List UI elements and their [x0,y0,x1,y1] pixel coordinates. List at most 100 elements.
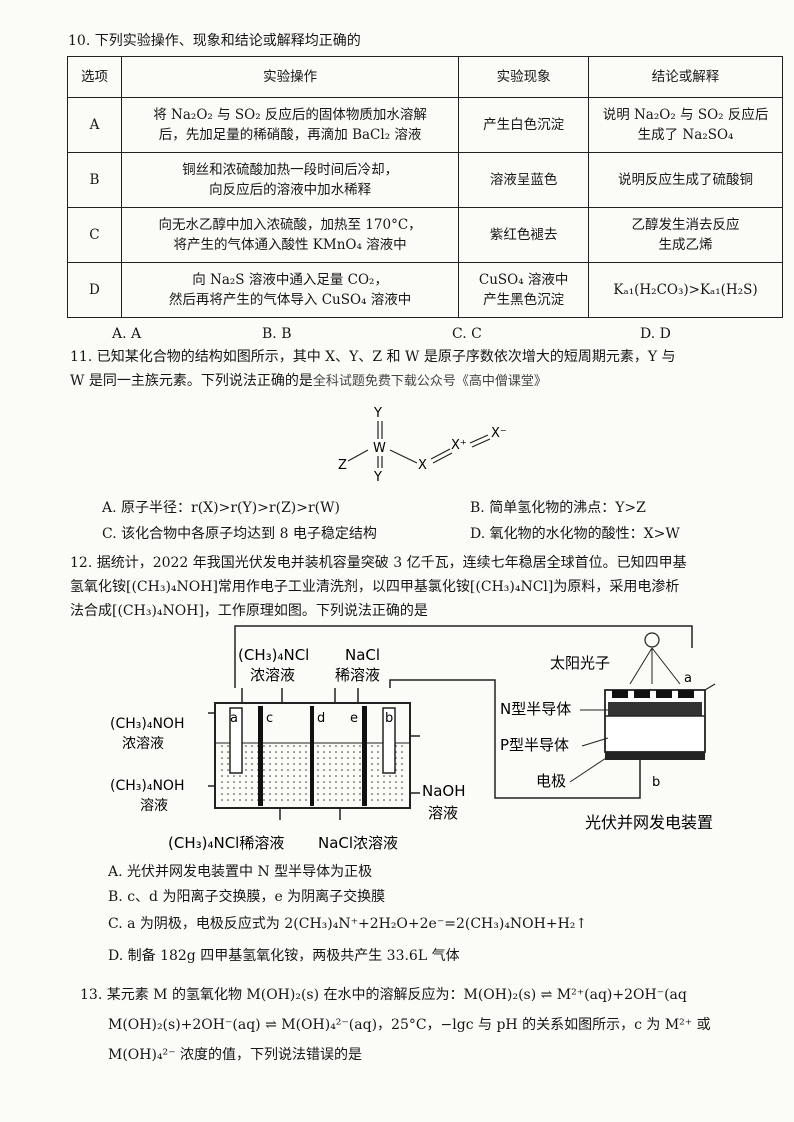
operation-line: 向无水乙醇中加入浓硫酸，加热至 170°C， [158,217,422,233]
pv-terminal-a: a [684,671,692,686]
row-operation: 向无水乙醇中加入浓硫酸，加热至 170°C， 将产生的气体通入酸性 KMnO₄ 溶… [120,207,460,263]
operation-line: 后，先加足量的稀硝酸，再滴加 BaCl₂ 溶液 [158,127,422,143]
q10-choice-b: B. B [262,326,292,342]
operation-line: 向 Na₂S 溶液中通入足量 CO₂， [192,272,388,288]
phenomenon-line: 溶液呈蓝色 [489,172,558,188]
bottom-left-label: (CH₃)₄NCl稀溶液 [168,834,284,852]
conclusion-line: 乙醇发生消去反应 [631,217,740,233]
q11-stem-line1: 11. 已知某化合物的结构如图所示，其中 X、Y、Z 和 W 是原子序数依次增大… [70,349,676,365]
operation-line: 向反应后的溶液中加水稀释 [209,182,372,198]
q10-table: 选项 实验操作 实验现象 结论或解释 A 将 Na₂O₂ 与 SO₂ 反应后的固… [67,56,783,318]
left-label-2a: (CH₃)₄NOH [110,778,184,794]
conclusion-line: Kₐ₁(H₂CO₃)>Kₐ₁(H₂S) [613,282,758,298]
conclusion-line: 说明 Na₂O₂ 与 SO₂ 反应后 [602,107,769,123]
phenomenon-line: 产生白色沉淀 [483,117,565,133]
label-e: e [350,711,358,726]
table-header: 实验现象 [458,56,590,98]
row-conclusion: 说明 Na₂O₂ 与 SO₂ 反应后生成了 Na₂SO₄ [588,97,783,153]
left-label-2b: 溶液 [140,798,168,814]
row-option: D [67,262,122,318]
bottom-right-label: NaCl浓溶液 [318,834,398,852]
conclusion-line: 生成了 Na₂SO₄ [637,127,734,143]
table-header: 实验操作 [120,56,460,98]
q11-structure: Y W Y Z X X⁺ X⁻ [338,406,507,485]
q13-line1: 13. 某元素 M 的氢氧化物 M(OH)₂(s) 在水中的溶解反应为：M(OH… [80,987,687,1003]
phenomenon-line: CuSO₄ 溶液中 [478,272,569,288]
q11-stem-text: W 是同一主族元素。下列说法正确的是 [70,373,313,389]
operation-line: 将 Na₂O₂ 与 SO₂ 反应后的固体物质加水溶解 [153,107,427,123]
row-phenomenon: CuSO₄ 溶液中产生黑色沉淀 [458,262,590,318]
q11-option-b: B. 简单氢化物的沸点：Y>Z [470,500,646,516]
label-b: b [385,711,393,726]
table-header-row: 选项 实验操作 实验现象 结论或解释 [67,56,783,98]
row-option: B [67,152,122,208]
q13-line2: M(OH)₂(s)+2OH⁻(aq) ⇌ M(OH)₄²⁻(aq)，25°C，−… [108,1017,711,1033]
top-left-label-1: (CH₃)₄NCl [238,646,309,664]
atom-z: Z [338,458,347,473]
left-label-1b: 浓溶液 [122,736,164,752]
q12-option-d: D. 制备 182g 四甲基氢氧化铵，两极共产生 33.6L 气体 [108,948,460,964]
row-option: A [67,97,122,153]
watermark-text: 全科试题免费下载公众号《高中僧课堂》 [312,374,547,389]
sun-label: 太阳光子 [550,654,610,672]
row-phenomenon: 产生白色沉淀 [458,97,590,153]
q12-stem-line2: 氢氧化铵[(CH₃)₄NOH]常用作电子工业清洗剂，以四甲基氯化铵[(CH₃)₄… [70,579,680,595]
q10-choice-d: D. D [640,326,671,342]
atom-y-top: Y [373,406,382,421]
electrodialysis-figure: a c d e b (CH₃)₄NCl 浓溶液 NaCl 稀溶液 (CH₃)₄N… [110,625,716,852]
table-row: D 向 Na₂S 溶液中通入足量 CO₂， 然后再将产生的气体导入 CuSO₄ 溶… [67,262,783,318]
atom-x2: X⁺ [451,438,467,453]
q10-choice-a: A. A [112,326,142,342]
q11-stem-line2: W 是同一主族元素。下列说法正确的是全科试题免费下载公众号《高中僧课堂》 [70,370,547,393]
q13-line3: M(OH)₄²⁻ 浓度的值，下列说法错误的是 [108,1047,363,1063]
table-row: C 向无水乙醇中加入浓硫酸，加热至 170°C， 将产生的气体通入酸性 KMnO₄… [67,207,783,263]
q11-option-d: D. 氧化物的水化物的酸性：X>W [470,526,680,542]
conclusion-line: 说明反应生成了硫酸铜 [618,172,754,188]
label-a: a [230,711,238,726]
top-right-label-1: NaCl [345,646,380,664]
pv-terminal-b: b [652,775,660,790]
label-c: c [266,711,273,726]
q10-stem: 10. 下列实验操作、现象和结论或解释均正确的 [68,33,361,49]
q12-stem-line3: 法合成[(CH₃)₄NOH]，工作原理如图。下列说法正确的是 [70,603,428,619]
p-type-label: P型半导体 [500,736,569,754]
right-label-b: 溶液 [428,804,458,822]
q12-stem-line1: 12. 据统计，2022 年我国光伏发电并装机容量突破 3 亿千瓦，连续七年稳居… [70,555,687,571]
row-operation: 铜丝和浓硫酸加热一段时间后冷却， 向反应后的溶液中加水稀释 [120,152,460,208]
atom-x1: X [418,458,427,473]
top-left-label-2: 浓溶液 [250,666,295,684]
operation-line: 然后再将产生的气体导入 CuSO₄ 溶液中 [168,292,412,308]
row-phenomenon: 紫红色褪去 [458,207,590,263]
atom-w: W [373,441,386,456]
q12-option-a: A. 光伏并网发电装置中 N 型半导体为正极 [108,864,373,880]
q12-option-b: B. c、d 为阳离子交换膜，e 为阴离子交换膜 [108,889,386,905]
pv-title: 光伏并网发电装置 [585,813,713,832]
q12-option-c: C. a 为阴极，电极反应式为 2(CH₃)₄N⁺+2H₂O+2e⁻=2(CH₃… [108,916,588,932]
row-operation: 向 Na₂S 溶液中通入足量 CO₂， 然后再将产生的气体导入 CuSO₄ 溶液中 [120,262,460,318]
row-conclusion: 乙醇发生消去反应生成乙烯 [588,207,783,263]
atom-y-bottom: Y [373,470,382,485]
q10-choice-c: C. C [452,326,482,342]
phenomenon-line: 产生黑色沉淀 [483,292,565,308]
table-row: A 将 Na₂O₂ 与 SO₂ 反应后的固体物质加水溶解后，先加足量的稀硝酸，再… [67,97,783,153]
table-header: 选项 [67,56,122,98]
right-label-a: NaOH [422,782,466,800]
row-operation: 将 Na₂O₂ 与 SO₂ 反应后的固体物质加水溶解后，先加足量的稀硝酸，再滴加… [120,97,460,153]
operation-line: 铜丝和浓硫酸加热一段时间后冷却， [182,162,399,178]
row-conclusion: 说明反应生成了硫酸铜 [588,152,783,208]
label-d: d [317,711,325,726]
n-type-label: N型半导体 [500,700,571,718]
phenomenon-line: 紫红色褪去 [489,227,558,243]
conclusion-line: 生成乙烯 [658,237,713,253]
q11-option-c: C. 该化合物中各原子均达到 8 电子稳定结构 [102,526,377,542]
operation-line: 将产生的气体通入酸性 KMnO₄ 溶液中 [173,237,407,253]
row-phenomenon: 溶液呈蓝色 [458,152,590,208]
row-option: C [67,207,122,263]
left-label-1a: (CH₃)₄NOH [110,716,184,732]
table-row: B 铜丝和浓硫酸加热一段时间后冷却， 向反应后的溶液中加水稀释 溶液呈蓝色 说明反… [67,152,783,208]
q11-option-a: A. 原子半径：r(X)>r(Y)>r(Z)>r(W) [102,500,340,516]
top-right-label-2: 稀溶液 [335,666,380,684]
table-header: 结论或解释 [588,56,783,98]
electrode-label: 电极 [536,772,566,790]
row-conclusion: Kₐ₁(H₂CO₃)>Kₐ₁(H₂S) [588,262,783,318]
